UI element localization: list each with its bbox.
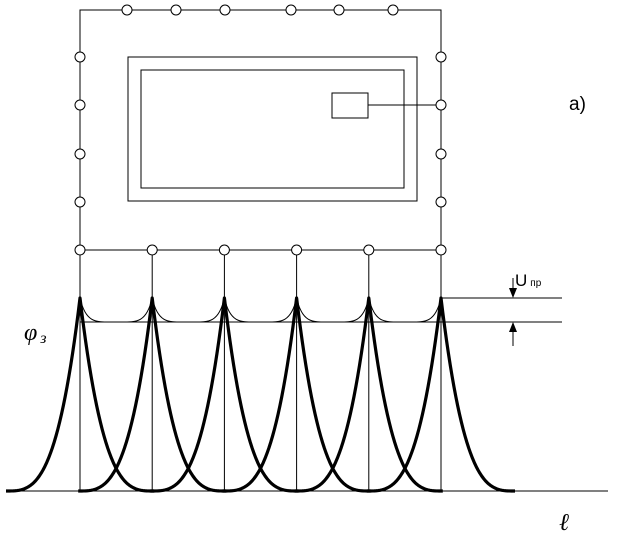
electrode-top — [285, 4, 297, 16]
building-outer-wall — [127, 56, 418, 202]
voltage-subscript: пр — [530, 278, 541, 289]
arrow-down-icon — [509, 288, 517, 298]
potential-symbol: φ — [24, 320, 37, 346]
electrodes — [74, 4, 447, 256]
electrode-top — [333, 4, 345, 16]
electrode-left — [74, 51, 86, 63]
potential-subscript: з — [39, 330, 46, 347]
electrode-right — [435, 51, 447, 63]
electrode-left — [74, 196, 86, 208]
vertical-drops — [79, 255, 442, 491]
electrode-right — [435, 99, 447, 111]
electrode-top — [387, 4, 399, 16]
voltage-symbol: U — [515, 271, 527, 290]
electrode-top — [170, 4, 182, 16]
electrode-bottom — [146, 244, 158, 256]
electrode-bottom — [363, 244, 375, 256]
equipment-box — [331, 92, 369, 119]
building-inner-wall — [140, 69, 405, 189]
electrode-right — [435, 148, 447, 160]
potential-scallop — [151, 297, 225, 323]
panel-label: a) — [569, 94, 586, 115]
electrode-top — [219, 4, 231, 16]
electrode-top — [121, 4, 133, 16]
arrow-up-icon — [509, 322, 517, 332]
electrode-bottom — [218, 244, 230, 256]
potential-scallop — [296, 297, 370, 323]
outer-grounding-contour — [79, 9, 442, 251]
electrode-bottom — [291, 244, 303, 256]
electrode-right — [435, 196, 447, 208]
potential-scallops — [79, 297, 442, 323]
electrode-bottom — [74, 244, 86, 256]
electrode-left — [74, 99, 86, 111]
potential-scallop — [79, 297, 153, 323]
voltage-dimension-arrows — [509, 278, 517, 346]
electrode-bottom — [435, 244, 447, 256]
electrode-left — [74, 148, 86, 160]
potential-curves — [6, 296, 515, 493]
potential-scallop — [368, 297, 442, 323]
potential-scallop — [223, 297, 298, 323]
distance-label: ℓ — [559, 510, 569, 536]
